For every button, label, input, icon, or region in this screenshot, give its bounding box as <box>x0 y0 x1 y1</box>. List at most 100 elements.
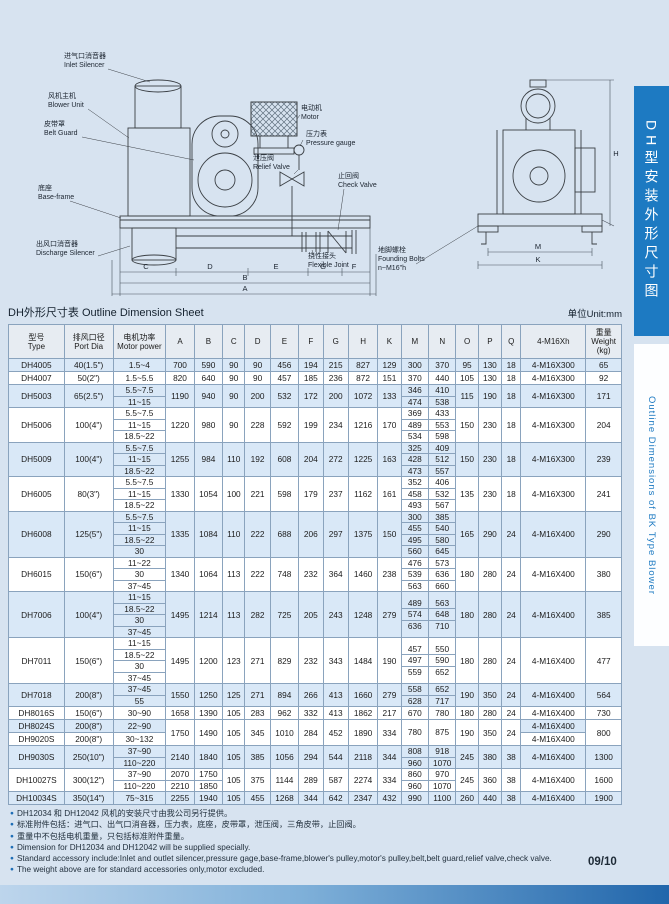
svg-text:地脚螺栓: 地脚螺栓 <box>378 245 406 254</box>
table-cell: 587 <box>322 768 349 792</box>
dim-letter-F: F <box>352 262 357 271</box>
column-header: B <box>193 324 224 359</box>
weight-cell: 241 <box>585 476 622 512</box>
table-cell: 230 <box>477 407 503 443</box>
table-cell: 284 <box>298 719 324 746</box>
table-cell: 190 <box>377 637 402 684</box>
svg-text:Pressure gauge: Pressure gauge <box>306 140 356 147</box>
power-cell: 30~132 <box>112 732 167 746</box>
table-cell: 1940 <box>193 791 224 805</box>
table-cell: 1495 <box>165 637 195 684</box>
bolt-cell: 4-M16X300 <box>520 441 587 477</box>
note-text: 重量中不包括电机重量，只包括标准附件重量。 <box>16 831 189 841</box>
dim-letter-C: C <box>143 262 149 271</box>
table-cell: 238 <box>377 556 402 592</box>
table-cell: 180 <box>455 706 479 720</box>
column-header: F <box>298 324 324 359</box>
table-cell: 105 <box>222 719 246 746</box>
table-cell: 1010 <box>269 719 300 746</box>
table-cell: 95 <box>455 358 479 372</box>
type-cell: DH8024S <box>8 719 65 733</box>
table-cell: 110 <box>222 510 246 558</box>
table-cell: 125 <box>222 683 246 707</box>
table-cell: 280 <box>477 706 503 720</box>
table-cell: 282 <box>244 591 271 638</box>
label-motor: 电动机 Motor <box>301 103 322 121</box>
column-header: M <box>400 324 430 359</box>
power-cell: 22~90 <box>112 719 167 733</box>
type-cell: DH5009 <box>8 441 65 477</box>
table-cell: 984 <box>193 441 224 477</box>
table-cell: 222 <box>244 510 271 558</box>
column-header: D <box>244 324 271 359</box>
label-relief-valve: 泄压阀 Relief Valve <box>253 153 290 171</box>
table-cell: 532 <box>269 384 300 408</box>
table-cell: 345 <box>244 719 271 746</box>
port-cell: 125(5") <box>63 510 114 558</box>
svg-text:Discharge Silencer: Discharge Silencer <box>36 250 95 257</box>
table-cell: 1495 <box>165 591 195 638</box>
table-cell: 190 <box>455 683 479 707</box>
table-cell: 280 <box>477 637 503 684</box>
weight-cell: 239 <box>585 441 622 477</box>
table-cell: 266 <box>298 683 324 707</box>
table-cell: 105 <box>455 371 479 385</box>
table-cell: 245 <box>455 745 479 769</box>
table-cell: 385 <box>244 745 271 769</box>
table-cell: 1255 <box>165 441 195 477</box>
column-header: N <box>428 324 457 359</box>
svg-text:压力表: 压力表 <box>306 129 327 138</box>
svg-text:Founding Bolts: Founding Bolts <box>378 256 425 263</box>
label-belt-guard: 皮带罩 Belt Guard <box>44 119 78 137</box>
type-cell: DH5006 <box>8 407 65 443</box>
label-inlet-silencer: 进气口消音器 Inlet Silencer <box>64 51 106 69</box>
section-title-bar: DH外形尺寸表 Outline Dimension Sheet 单位Unit:m… <box>8 304 622 320</box>
table-cell: 237 <box>322 476 349 512</box>
table-cell: 105 <box>222 745 246 769</box>
port-cell: 350(14") <box>63 791 114 805</box>
table-cell: 232 <box>298 637 324 684</box>
weight-cell: 1600 <box>585 768 622 792</box>
table-cell: 1162 <box>347 476 379 512</box>
table-cell: 432 <box>377 791 402 805</box>
table-cell: 283 <box>244 706 271 720</box>
type-cell: DH10034S <box>8 791 65 805</box>
sidebar-subtitle-en-text: Outline Dimensions of BK Type Blower <box>646 395 657 595</box>
table-cell: 452 <box>322 719 349 746</box>
table-cell: 1490 <box>193 719 224 746</box>
table-cell: 206 <box>298 510 324 558</box>
table-cell: 280 <box>477 591 503 638</box>
table-cell: 1335 <box>165 510 195 558</box>
table-cell: 199 <box>298 407 324 443</box>
table-cell: 18 <box>501 476 522 512</box>
svg-text:皮带罩: 皮带罩 <box>44 119 65 128</box>
table-cell: 1750 <box>165 719 195 746</box>
column-header: P <box>477 324 503 359</box>
table-cell: 110 <box>222 441 246 477</box>
note-line: ●Standard accessory include:Inlet and ou… <box>10 853 594 864</box>
unit-label: 单位Unit:mm <box>567 309 622 320</box>
port-cell: 250(10") <box>63 745 114 769</box>
column-header: G <box>322 324 349 359</box>
dim-letter-M: M <box>535 242 541 251</box>
table-cell: 135 <box>455 476 479 512</box>
power-cell: 30~90 <box>112 706 167 720</box>
table-cell: 344 <box>298 791 324 805</box>
table-cell: 1840 <box>193 745 224 769</box>
table-cell: 245 <box>455 768 479 792</box>
